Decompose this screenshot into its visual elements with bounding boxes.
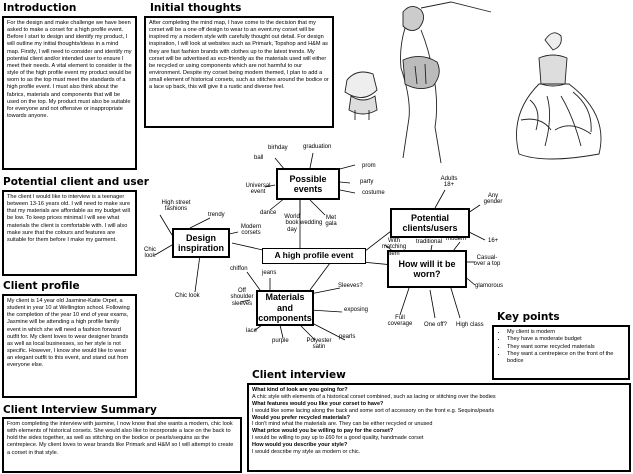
interview-answer-2: I would like some lacing along the back … bbox=[252, 407, 495, 414]
key-points-box: My client is modern They have a moderate… bbox=[492, 325, 630, 380]
interview-question-3: Would you prefer recycled materials? bbox=[252, 414, 351, 421]
event-word: wedding bbox=[300, 220, 323, 226]
inspiration-word: trendy bbox=[208, 212, 225, 218]
interview-question-5: How would you describe your style? bbox=[252, 442, 348, 448]
material-word: Off shoulder sleeves bbox=[230, 288, 254, 307]
worn-word: Casual- over a top bbox=[473, 255, 501, 268]
inspiration-word: Chic look bbox=[143, 247, 156, 260]
interview-answer-5: I would describe my style as modern or c… bbox=[252, 448, 361, 455]
mindmap-center: A high profile event bbox=[262, 248, 366, 264]
interview-summary-title: Client Interview Summary bbox=[3, 404, 157, 416]
client-profile-text: My client is 14 year old Jasmine-Katie O… bbox=[7, 298, 130, 369]
material-word: Polyester satin bbox=[306, 338, 332, 351]
client-word: Adults 18+ bbox=[440, 176, 458, 189]
key-point-item: They have a moderate budget bbox=[507, 336, 625, 343]
interview-answer-4: I would be willing to pay up to £60 for … bbox=[252, 435, 424, 442]
fashion-sketches-image bbox=[344, 1, 602, 164]
material-word: chiffon bbox=[230, 266, 248, 272]
hub-design-inspiration: Design inspiration bbox=[172, 228, 230, 258]
key-point-item: They want a centrepiece on the front of … bbox=[507, 351, 625, 366]
event-word: ball bbox=[254, 155, 264, 161]
material-word: purple bbox=[272, 338, 289, 344]
interview-question-2: What features would you like your corset… bbox=[252, 400, 384, 407]
client-word: 16+ bbox=[488, 238, 499, 244]
key-points-title: Key points bbox=[497, 311, 560, 323]
event-word: World book day bbox=[284, 214, 300, 233]
inspiration-word: Modern corsets bbox=[240, 224, 262, 237]
introduction-box: For the design and make challenge we hav… bbox=[2, 16, 137, 170]
introduction-title: Introduction bbox=[3, 2, 77, 14]
event-word: birhday bbox=[268, 145, 288, 151]
worn-word: High class bbox=[456, 322, 484, 328]
event-word: graduation bbox=[303, 144, 332, 150]
worn-word: Full coverage bbox=[387, 315, 413, 328]
client-interview-title: Client interview bbox=[252, 369, 346, 381]
hub-potential-clients: Potential clients/users bbox=[390, 208, 470, 238]
initial-thoughts-title: Initial thoughts bbox=[150, 2, 242, 14]
interview-answer-1: A chic style with elements of a historic… bbox=[252, 393, 496, 400]
potential-client-text: The client I would like to interview is … bbox=[7, 194, 131, 243]
interview-question-4: What price would you be willing to pay f… bbox=[252, 428, 394, 435]
worn-word: One off? bbox=[424, 322, 447, 328]
key-point-item: They want some recycled materials bbox=[507, 344, 625, 351]
material-word: pearls bbox=[339, 334, 356, 340]
client-word: Any gender bbox=[483, 193, 503, 206]
key-point-item: My client is modern bbox=[507, 329, 625, 336]
worn-word: modern bbox=[446, 236, 467, 242]
initial-thoughts-box: After completing the mind map, I have co… bbox=[144, 16, 334, 128]
worn-word: glamorous bbox=[475, 283, 504, 289]
client-interview-box: What kind of look are you going for? A c… bbox=[247, 383, 631, 472]
interview-summary-box: From completing the interview with jasmi… bbox=[2, 417, 242, 473]
potential-client-title: Potential client and user bbox=[3, 176, 149, 188]
hub-how-worn: How will it be worn? bbox=[387, 250, 467, 288]
worn-word: With matching item bbox=[381, 238, 407, 257]
interview-question-1: What kind of look are you going for? bbox=[252, 387, 348, 393]
hub-possible-events: Possible events bbox=[276, 168, 340, 200]
material-word: jeans bbox=[262, 270, 277, 276]
initial-thoughts-text: After completing the mind map, I have co… bbox=[149, 20, 329, 91]
potential-client-box: The client I would like to interview is … bbox=[2, 190, 137, 276]
hub-materials-components: Materials and components bbox=[256, 290, 314, 326]
interview-summary-text: From completing the interview with jasmi… bbox=[7, 421, 234, 456]
event-word: party bbox=[360, 179, 374, 185]
event-word: dance bbox=[260, 210, 277, 216]
introduction-text: For the design and make challenge we hav… bbox=[7, 20, 132, 120]
client-profile-title: Client profile bbox=[3, 280, 80, 292]
client-profile-box: My client is 14 year old Jasmine-Katie O… bbox=[2, 294, 137, 398]
material-word: lace bbox=[246, 328, 258, 334]
inspiration-word: Chic look bbox=[175, 293, 200, 299]
event-word: Met gala bbox=[325, 215, 337, 228]
event-word: costume bbox=[362, 190, 385, 196]
worn-word: traditional bbox=[416, 239, 443, 245]
material-word: Sleeves? bbox=[338, 283, 363, 289]
material-word: exposing bbox=[344, 307, 369, 313]
event-word: prom bbox=[362, 163, 376, 169]
interview-answer-3: I don't mind what the materials are. The… bbox=[252, 421, 433, 428]
event-word: Universal event bbox=[245, 183, 271, 196]
inspiration-word: High street fashions bbox=[161, 200, 191, 213]
